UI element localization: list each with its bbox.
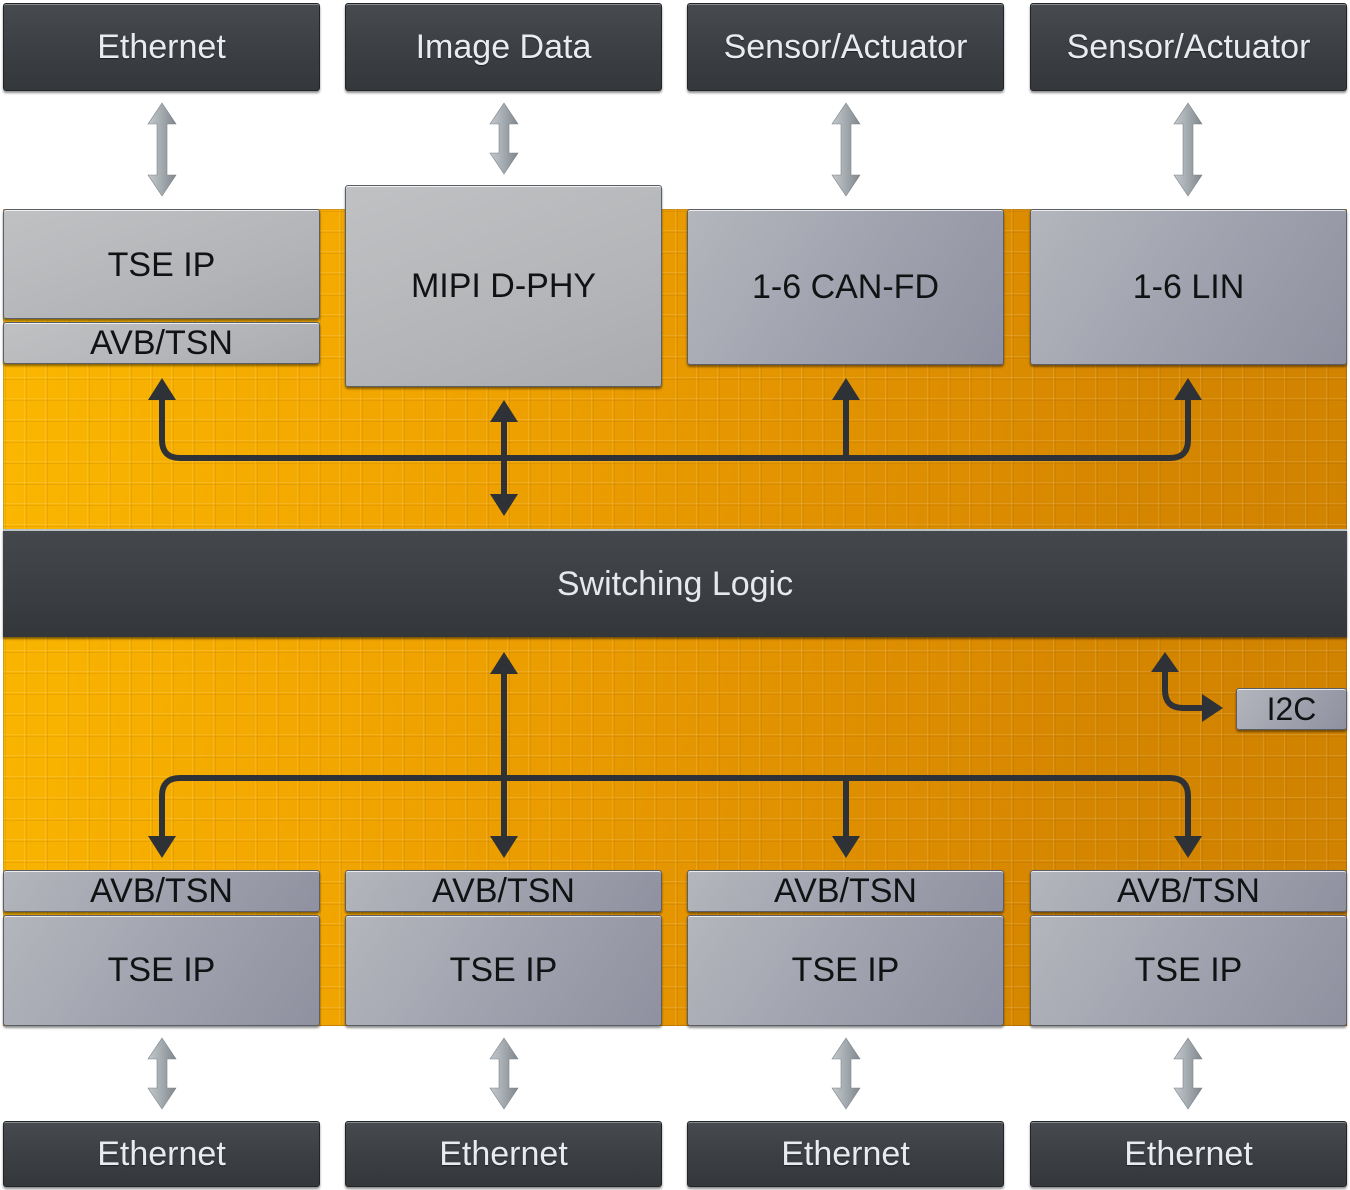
bottom-interface-label: Ethernet [439, 1134, 568, 1173]
top-interface-label: Image Data [415, 27, 592, 66]
external-arrow-top-1 [147, 102, 177, 197]
external-arrow-bottom-1 [147, 1037, 177, 1110]
i2c-label: I2C [1266, 690, 1317, 727]
external-arrow-bottom-3 [831, 1037, 861, 1110]
can-fd-block[interactable]: 1-6 CAN-FD [687, 209, 1004, 365]
top-interface-image-data[interactable]: Image Data [345, 3, 662, 91]
bottom-interface-ethernet-4[interactable]: Ethernet [1030, 1121, 1347, 1187]
tse-ip-label: TSE IP [449, 951, 558, 989]
top-avb-tsn-block[interactable]: AVB/TSN [3, 322, 320, 364]
avb-tsn-label: AVB/TSN [432, 871, 575, 910]
external-arrow-bottom-4 [1173, 1037, 1203, 1110]
switching-logic-label: Switching Logic [556, 564, 794, 603]
avb-tsn-label: AVB/TSN [90, 323, 233, 362]
avb-tsn-label: AVB/TSN [90, 871, 233, 910]
can-fd-label: 1-6 CAN-FD [751, 267, 940, 306]
top-tse-ip-block[interactable]: TSE IP [3, 209, 320, 319]
bottom-tse-ip-block-3[interactable]: TSE IP [687, 915, 1004, 1026]
bottom-tse-ip-block-4[interactable]: TSE IP [1030, 915, 1347, 1026]
bottom-interface-label: Ethernet [781, 1134, 910, 1173]
external-arrow-top-2 [489, 102, 519, 175]
tse-ip-label: TSE IP [107, 246, 216, 284]
external-arrow-top-3 [831, 102, 861, 197]
bottom-interface-ethernet-2[interactable]: Ethernet [345, 1121, 662, 1187]
external-arrow-top-4 [1173, 102, 1203, 197]
lin-block[interactable]: 1-6 LIN [1030, 209, 1347, 365]
i2c-block[interactable]: I2C [1236, 688, 1347, 730]
top-interface-label: Ethernet [97, 27, 226, 66]
top-interface-label: Sensor/Actuator [1066, 27, 1311, 66]
external-arrow-bottom-2 [489, 1037, 519, 1110]
top-interface-ethernet[interactable]: Ethernet [3, 3, 320, 91]
bottom-avb-tsn-block-2[interactable]: AVB/TSN [345, 870, 662, 912]
tse-ip-label: TSE IP [107, 951, 216, 989]
switching-logic-block[interactable]: Switching Logic [3, 529, 1347, 637]
mipi-label: MIPI D-PHY [410, 266, 597, 305]
bottom-tse-ip-block-1[interactable]: TSE IP [3, 915, 320, 1026]
avb-tsn-label: AVB/TSN [774, 871, 917, 910]
bottom-interface-ethernet-1[interactable]: Ethernet [3, 1121, 320, 1187]
bottom-avb-tsn-block-3[interactable]: AVB/TSN [687, 870, 1004, 912]
bottom-tse-ip-block-2[interactable]: TSE IP [345, 915, 662, 1026]
bottom-interface-label: Ethernet [1124, 1134, 1253, 1173]
bottom-interface-label: Ethernet [97, 1134, 226, 1173]
tse-ip-label: TSE IP [1134, 951, 1243, 989]
tse-ip-label: TSE IP [791, 951, 900, 989]
top-interface-label: Sensor/Actuator [723, 27, 968, 66]
bottom-interface-ethernet-3[interactable]: Ethernet [687, 1121, 1004, 1187]
top-interface-sensor-actuator-2[interactable]: Sensor/Actuator [1030, 3, 1347, 91]
bottom-avb-tsn-block-4[interactable]: AVB/TSN [1030, 870, 1347, 912]
lin-label: 1-6 LIN [1132, 267, 1245, 306]
avb-tsn-label: AVB/TSN [1117, 871, 1260, 910]
top-interface-sensor-actuator-1[interactable]: Sensor/Actuator [687, 3, 1004, 91]
mipi-d-phy-block[interactable]: MIPI D-PHY [345, 185, 662, 387]
bottom-avb-tsn-block-1[interactable]: AVB/TSN [3, 870, 320, 912]
